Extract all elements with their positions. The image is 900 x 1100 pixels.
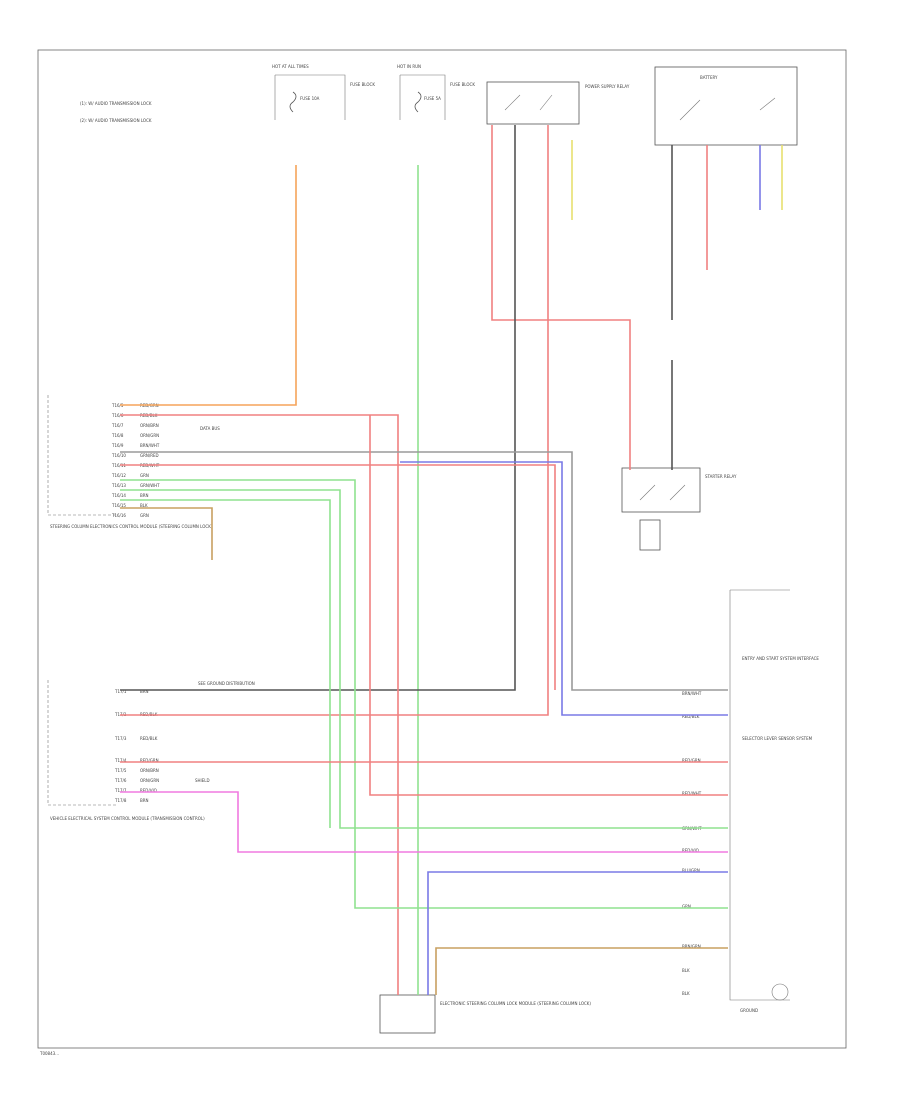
right-wire: BLK — [682, 991, 690, 996]
right-wire: RED/VIO — [682, 848, 699, 853]
ground-label: GROUND — [740, 1008, 758, 1013]
see-ground-label: SEE GROUND DISTRIBUTION — [198, 681, 255, 686]
right-wire: BLK — [682, 968, 690, 973]
wire-red-relay — [491, 125, 631, 470]
right-wire: RED/GRN — [682, 758, 701, 763]
fuse-1-box: FUSE BLOCK — [350, 82, 375, 87]
ecm-wire: GRN — [140, 473, 149, 478]
fuse-1-name: FUSE 10A — [300, 96, 320, 101]
ccm-wire: BRN — [140, 689, 149, 694]
wire-black-relay — [120, 125, 516, 691]
ecm-pin: T16/12 — [111, 473, 126, 478]
right-wire: RED/BLK — [682, 714, 700, 719]
ecm-wire: GRN — [140, 513, 149, 518]
fuse-1: HOT AT ALL TIMES FUSE 10A FUSE BLOCK — [272, 64, 375, 120]
ccm-labels: T17/1 T17/2 T17/3 T17/4 T17/5 T17/6 T17/… — [114, 689, 159, 803]
wire-brown-ecm — [120, 507, 213, 560]
wire-red-ccm-2 — [369, 415, 728, 796]
ecm-wire: BRN/WHT — [140, 443, 160, 448]
ccm-wire: BRN — [140, 798, 149, 803]
right-module: ENTRY AND START SYSTEM INTERFACE SELECTO… — [729, 589, 819, 1013]
wire-green-ecm-2 — [120, 489, 728, 829]
fuse-2-top-label: HOT IN RUN — [397, 64, 421, 69]
ccm-wire: ORN/BRN — [140, 768, 159, 773]
right-wire: RED/WHT — [682, 791, 702, 796]
ecm-pin: T16/9 — [111, 443, 124, 448]
ccm-wire: RED/VIO — [140, 788, 157, 793]
ecm-wire: BLK — [140, 503, 148, 508]
battery-label: BATTERY — [700, 75, 718, 80]
ecm-pin-labels: T16/5 T16/6 T16/7 T16/8 T16/9 T16/10 T16… — [111, 403, 126, 518]
ccm-pin: T17/5 — [114, 768, 127, 773]
ccm-wire: RED/BLK — [140, 736, 158, 741]
fuse-2: HOT IN RUN FUSE 5A FUSE BLOCK — [397, 64, 475, 120]
wire-green-ecm-3 — [120, 499, 331, 828]
bottom-module-label: ELECTRONIC STEERING COLUMN LOCK MODULE (… — [440, 1001, 591, 1006]
ccm-pin: T17/1 — [114, 689, 127, 694]
note-1: (1): W/ AUDIO TRANSMISSION LOCK — [80, 101, 152, 106]
ecm-wire: GRN/RED — [140, 453, 159, 458]
ecm-pin: T16/7 — [111, 423, 124, 428]
relay-label: POWER SUPPLY RELAY — [585, 84, 630, 89]
fuse-2-name: FUSE 5A — [424, 96, 441, 101]
ccm-pin: T17/4 — [114, 758, 127, 763]
diagram-frame — [37, 49, 847, 1049]
ecm-pin: T16/6 — [111, 413, 124, 418]
wire-orange — [120, 165, 297, 406]
wire-red-relay-2 — [120, 125, 549, 716]
ecm-pin: T16/14 — [111, 493, 126, 498]
ecm-module: STEERING COLUMN ELECTRONICS CONTROL MODU… — [47, 395, 213, 529]
ccm-pin: T17/7 — [114, 788, 127, 793]
wire-red-ecm-2 — [120, 464, 556, 690]
starter-label: STARTER RELAY — [705, 474, 737, 479]
wire-gray-ecm — [120, 451, 728, 691]
battery-box: BATTERY — [654, 66, 798, 146]
selector-label: SELECTOR LEVER SENSOR SYSTEM — [742, 736, 813, 741]
right-module-label: ENTRY AND START SYSTEM INTERFACE — [742, 656, 819, 661]
footer-code: T00843... — [39, 1051, 59, 1056]
right-wire: BRN/WHT — [682, 691, 702, 696]
ccm-pin: T17/8 — [114, 798, 127, 803]
wire-blue-bottom — [427, 871, 728, 995]
ecm-wire: ORN/GRN — [140, 433, 159, 438]
fuse-1-top-label: HOT AT ALL TIMES — [272, 64, 309, 69]
bottom-module: ELECTRONIC STEERING COLUMN LOCK MODULE (… — [379, 994, 591, 1034]
ecm-pin: T16/16 — [111, 513, 126, 518]
right-wire: BLU/GRN — [682, 868, 700, 873]
wire-brown-bottom — [435, 947, 728, 995]
ecm-pin: T16/11 — [111, 463, 126, 468]
ccm-pin: T17/3 — [114, 736, 127, 741]
ccm-wire: RED/GRN — [140, 758, 159, 763]
ccm-pin: T17/6 — [114, 778, 127, 783]
right-wire-labels: BRN/WHT RED/BLK RED/GRN RED/WHT GRN/WHT … — [682, 691, 702, 996]
power-supply-relay: POWER SUPPLY RELAY — [486, 81, 630, 125]
note-2: (2): W/ AUDIO TRANSMISSION LOCK — [80, 118, 152, 123]
ccm-module: VEHICLE ELECTRICAL SYSTEM CONTROL MODULE… — [47, 680, 205, 821]
ecm-pin: T16/10 — [111, 453, 126, 458]
ecm-module-label: STEERING COLUMN ELECTRONICS CONTROL MODU… — [50, 524, 213, 529]
wire-green-ecm-1 — [120, 479, 728, 909]
wire-red-ecm-1 — [120, 414, 399, 995]
ecm-pin: T16/13 — [111, 483, 126, 488]
shield-label: SHIELD — [195, 778, 210, 783]
right-wire: GRN — [682, 904, 691, 909]
ecm-pin: T16/8 — [111, 433, 124, 438]
ccm-module-label: VEHICLE ELECTRICAL SYSTEM CONTROL MODULE… — [50, 816, 205, 821]
fuse-2-box: FUSE BLOCK — [450, 82, 475, 87]
wires — [120, 125, 783, 995]
wire-blue-ecm — [400, 461, 728, 716]
starter-relay: STARTER RELAY — [621, 467, 737, 551]
right-wire: BRN/GRN — [682, 944, 701, 949]
ecm-pin: T16/15 — [111, 503, 126, 508]
ecm-wire: GRN/WHT — [140, 483, 160, 488]
data-bus-label: DATA BUS — [200, 426, 220, 431]
ecm-wire: ORN/BRN — [140, 423, 159, 428]
wire-pink-ccm — [120, 791, 728, 853]
ccm-wire: ORN/GRN — [140, 778, 159, 783]
ecm-pin: T16/5 — [111, 403, 124, 408]
ecm-wire: BRN — [140, 493, 149, 498]
